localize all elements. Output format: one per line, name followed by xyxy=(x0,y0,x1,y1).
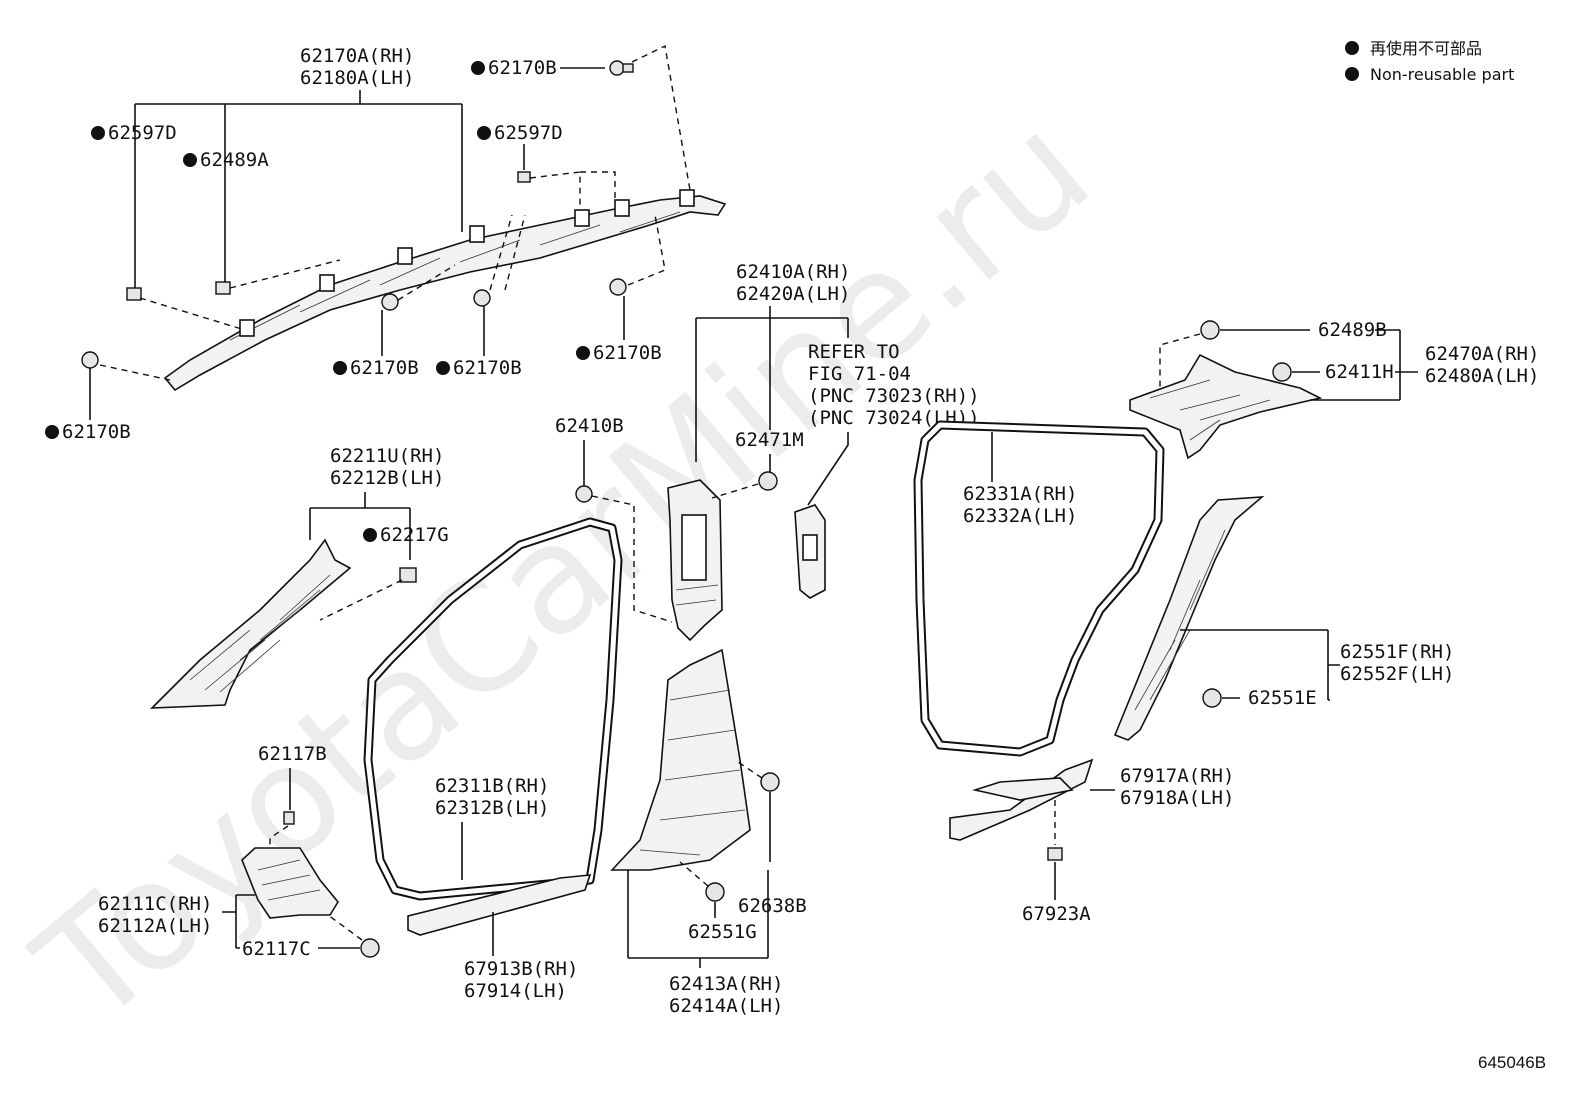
label-67914: 67914(LH) xyxy=(464,980,567,1002)
label-62212B: 62212B(LH) xyxy=(330,467,444,489)
clip-icon xyxy=(517,171,531,183)
refer-to-line2[interactable]: FIG 71-04 xyxy=(808,363,911,385)
rear-door-pillar-garnish-part xyxy=(1113,496,1265,741)
refer-to-line1[interactable]: REFER TO xyxy=(808,341,900,363)
label-62420A: 62420A(LH) xyxy=(736,283,850,305)
label-62638B: 62638B xyxy=(738,895,807,917)
label-62551G: 62551G xyxy=(688,921,757,943)
rear-door-weatherstrip-part xyxy=(913,420,1165,757)
label-62489B: 62489B xyxy=(1318,319,1387,341)
label-62414A: 62414A(LH) xyxy=(669,995,783,1017)
roof-side-garnish-part xyxy=(163,189,727,392)
rear-pillar-garnish-part xyxy=(1129,353,1323,460)
figure-code: 645046B xyxy=(1478,1053,1546,1072)
clip-icon xyxy=(399,567,417,583)
label-62170B-4: 62170B xyxy=(593,342,662,364)
clip-icon xyxy=(760,772,780,792)
label-67918A: 67918A(LH) xyxy=(1120,787,1234,809)
front-door-scuff-plate-part xyxy=(407,874,592,936)
label-62170A: 62170A(RH) xyxy=(300,45,414,67)
cowl-side-trim-part xyxy=(241,847,339,919)
switch-bezel-part xyxy=(794,504,826,599)
clip-icon xyxy=(705,882,725,902)
clip-icon xyxy=(283,811,295,825)
label-67917A: 67917A(RH) xyxy=(1120,765,1234,787)
non-reusable-dot-icon xyxy=(1345,67,1359,81)
label-62480A: 62480A(LH) xyxy=(1425,365,1539,387)
clip-icon xyxy=(575,485,593,503)
label-62551E: 62551E xyxy=(1248,687,1317,709)
label-62332A: 62332A(LH) xyxy=(963,505,1077,527)
clip-icon xyxy=(1200,320,1220,340)
label-62117B: 62117B xyxy=(258,743,327,765)
center-pillar-lower-garnish-part xyxy=(610,648,751,871)
label-62180A: 62180A(LH) xyxy=(300,67,414,89)
label-62111C: 62111C(RH) xyxy=(98,893,212,915)
label-62470A: 62470A(RH) xyxy=(1425,343,1539,365)
label-62170B-1: 62170B xyxy=(62,421,131,443)
refer-to-line3[interactable]: (PNC 73023(RH)) xyxy=(808,385,980,407)
legend-en: Non-reusable part xyxy=(1370,65,1514,84)
clip-icon xyxy=(1047,847,1063,861)
clip-icon xyxy=(215,281,231,295)
clip-icon xyxy=(609,60,634,76)
legend: 再使用不可部品 Non-reusable part xyxy=(1345,39,1514,84)
label-62311B: 62311B(RH) xyxy=(435,775,549,797)
label-62217G: 62217G xyxy=(380,524,449,546)
center-pillar-upper-garnish-part xyxy=(667,479,723,642)
clip-icon xyxy=(758,471,778,491)
label-62170B-top: 62170B xyxy=(488,57,557,79)
label-62410B: 62410B xyxy=(555,415,624,437)
label-67913B: 67913B(RH) xyxy=(464,958,578,980)
clip-icon xyxy=(473,289,491,307)
label-62489A: 62489A xyxy=(200,149,269,171)
clip-icon xyxy=(1202,688,1222,708)
label-62551F: 62551F(RH) xyxy=(1340,641,1454,663)
front-pillar-garnish-part xyxy=(149,538,352,709)
label-62410A: 62410A(RH) xyxy=(736,261,850,283)
clip-icon xyxy=(609,278,627,296)
label-67923A: 67923A xyxy=(1022,903,1091,925)
label-62471M: 62471M xyxy=(735,429,804,451)
label-62170B-3: 62170B xyxy=(453,357,522,379)
label-62211U: 62211U(RH) xyxy=(330,445,444,467)
clip-icon xyxy=(81,351,99,369)
label-62112A: 62112A(LH) xyxy=(98,915,212,937)
clip-icon xyxy=(1272,362,1292,382)
label-62597D-right: 62597D xyxy=(494,122,563,144)
label-62597D-left: 62597D xyxy=(108,122,177,144)
legend-jp: 再使用不可部品 xyxy=(1370,39,1482,58)
label-62312B: 62312B(LH) xyxy=(435,797,549,819)
label-62552F: 62552F(LH) xyxy=(1340,663,1454,685)
label-62411H: 62411H xyxy=(1325,361,1394,383)
clip-icon xyxy=(381,293,399,311)
front-door-weatherstrip-part xyxy=(363,517,623,901)
non-reusable-dot-icon xyxy=(1345,41,1359,55)
rear-door-scuff-plate-part xyxy=(949,758,1094,841)
label-62170B-2: 62170B xyxy=(350,357,419,379)
label-62331A: 62331A(RH) xyxy=(963,483,1077,505)
clip-icon xyxy=(126,287,142,301)
clip-icon xyxy=(360,938,380,958)
label-62413A: 62413A(RH) xyxy=(669,973,783,995)
label-62117C: 62117C xyxy=(242,938,311,960)
